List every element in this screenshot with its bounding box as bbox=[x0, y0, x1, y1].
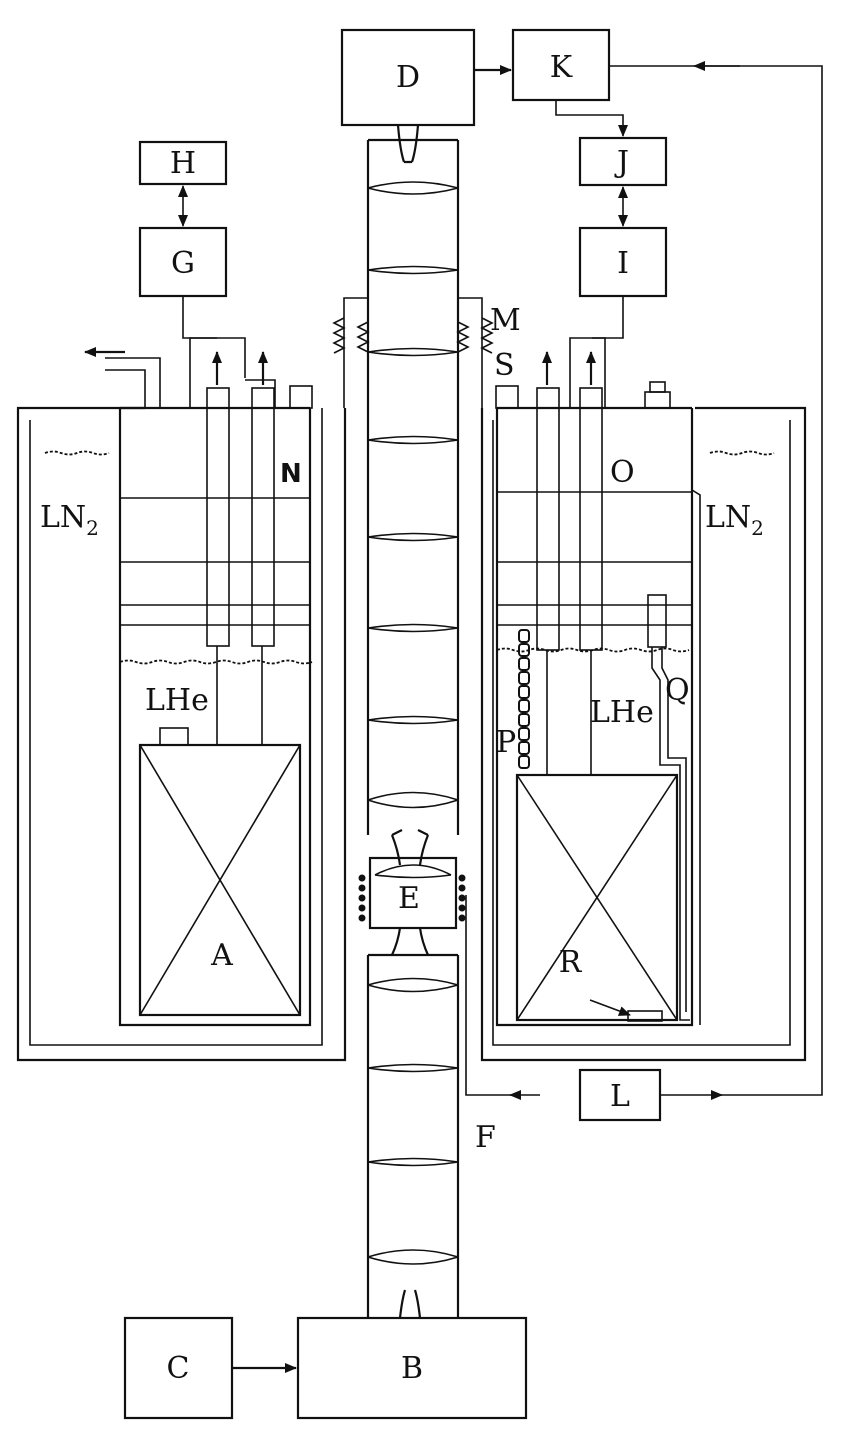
label-G: G bbox=[171, 246, 195, 281]
beam-column-upper bbox=[366, 124, 460, 835]
wire-G bbox=[182, 296, 217, 339]
label-E: E bbox=[398, 881, 420, 916]
box-L: L bbox=[578, 1068, 662, 1122]
seal-M bbox=[332, 297, 494, 408]
label-A: A bbox=[210, 938, 233, 973]
label-B: B bbox=[401, 1351, 423, 1386]
dewar-right: R bbox=[480, 337, 807, 1062]
box-C: C bbox=[123, 1316, 234, 1420]
label-R: R bbox=[559, 945, 583, 980]
wire-I bbox=[592, 296, 624, 339]
label-D: D bbox=[396, 60, 420, 95]
arrow-K-to-J bbox=[555, 100, 628, 137]
label-O: O bbox=[610, 455, 635, 490]
box-J: J bbox=[578, 136, 668, 187]
label-I: I bbox=[617, 246, 629, 281]
chamber-E: E bbox=[358, 829, 466, 956]
label-J: J bbox=[614, 145, 629, 180]
label-F: F bbox=[475, 1120, 496, 1155]
box-D: D bbox=[340, 28, 476, 127]
label-N: N bbox=[280, 459, 302, 489]
wire-E-L bbox=[465, 895, 516, 1096]
label-K: K bbox=[550, 50, 573, 85]
label-lhe-left: LHe bbox=[145, 683, 209, 718]
label-ln2-left: LN2 bbox=[40, 500, 99, 540]
beam-column-lower bbox=[366, 953, 460, 1319]
label-P: P bbox=[496, 725, 516, 760]
label-Q: Q bbox=[665, 673, 690, 708]
box-H: H bbox=[138, 140, 228, 186]
box-G: G bbox=[138, 226, 228, 298]
box-I: I bbox=[578, 226, 668, 298]
label-S: S bbox=[494, 348, 515, 383]
dewar-left: A bbox=[16, 337, 347, 1062]
label-M: M bbox=[490, 303, 521, 338]
label-H: H bbox=[170, 146, 196, 181]
label-L: L bbox=[610, 1079, 630, 1114]
box-K: K bbox=[511, 28, 611, 102]
label-lhe-right: LHe bbox=[590, 695, 654, 730]
box-B: B bbox=[296, 1316, 528, 1420]
label-C: C bbox=[167, 1351, 190, 1386]
label-ln2-right: LN2 bbox=[705, 500, 764, 540]
